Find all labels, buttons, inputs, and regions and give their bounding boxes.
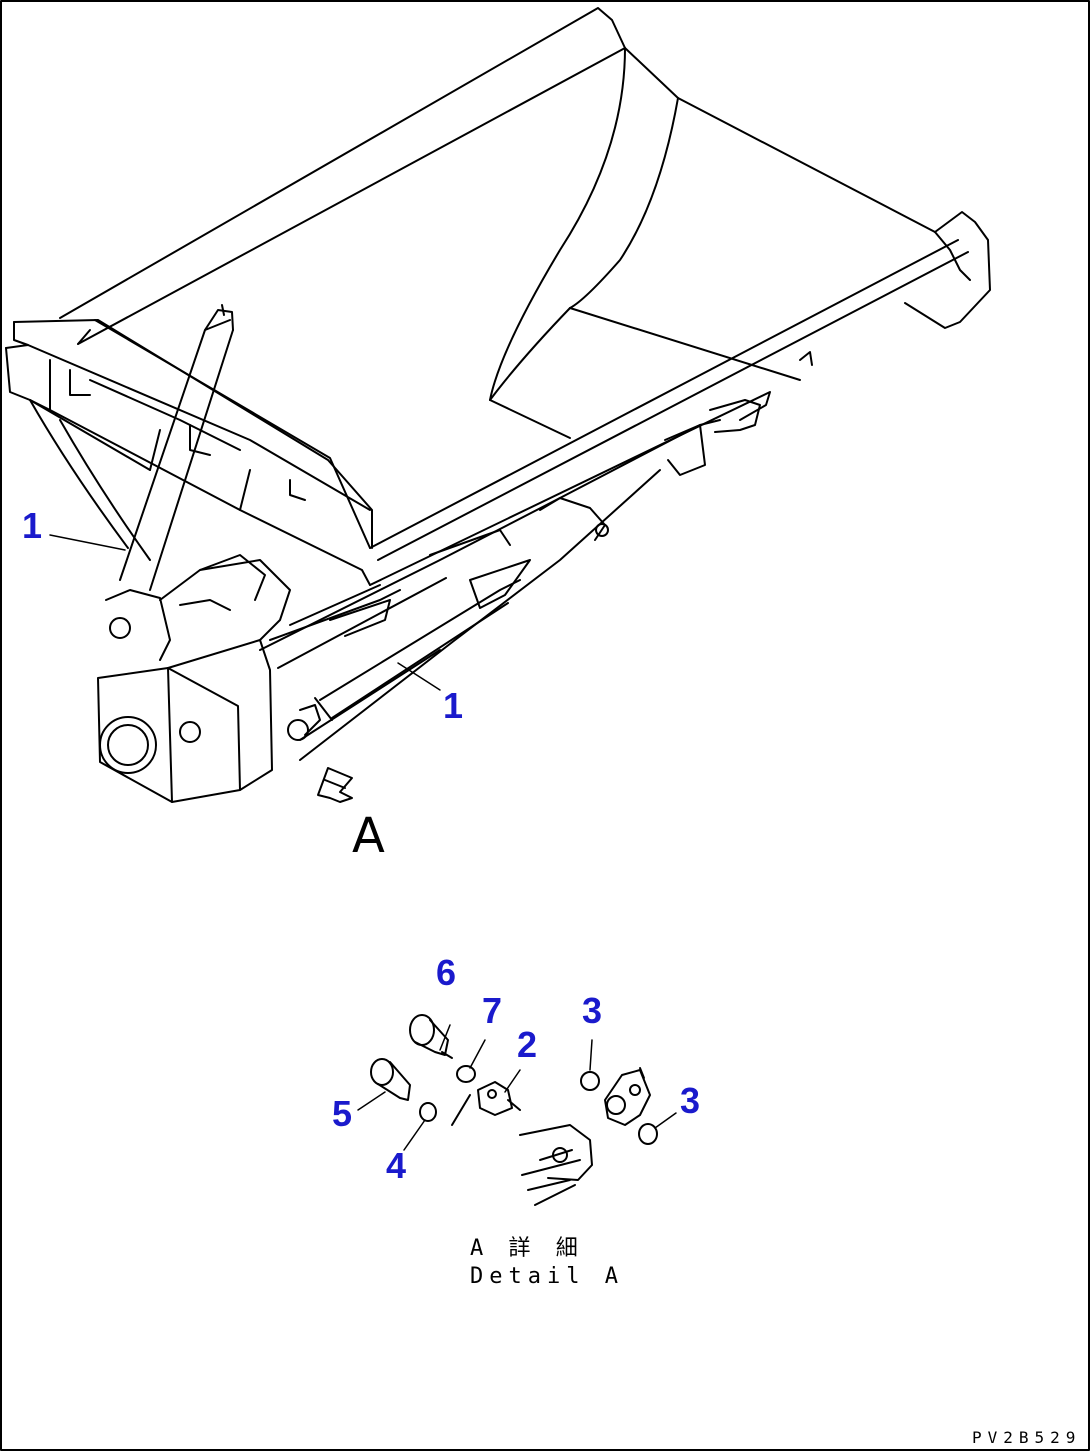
view-letter-a: A: [352, 808, 385, 864]
detail-caption-japanese: A 詳 細: [470, 1236, 584, 1261]
detail-caption-english: Detail A: [470, 1264, 624, 1289]
dump-body: [5, 7, 991, 803]
callout-3-top: 3: [582, 990, 603, 1031]
callout-7: 7: [482, 990, 503, 1031]
callout-2: 2: [517, 1024, 538, 1065]
leader-lines: [49, 534, 677, 1151]
callout-6: 6: [436, 952, 457, 993]
callout-1-left: 1: [22, 505, 43, 546]
view-arrow-a: [317, 767, 353, 803]
callout-3-right: 3: [680, 1080, 701, 1121]
callout-4: 4: [386, 1145, 407, 1186]
callout-5: 5: [332, 1093, 353, 1134]
drawing-code: PV2B529: [972, 1428, 1082, 1447]
detail-a-drawing: [370, 1014, 658, 1206]
callout-1-center: 1: [443, 685, 464, 726]
